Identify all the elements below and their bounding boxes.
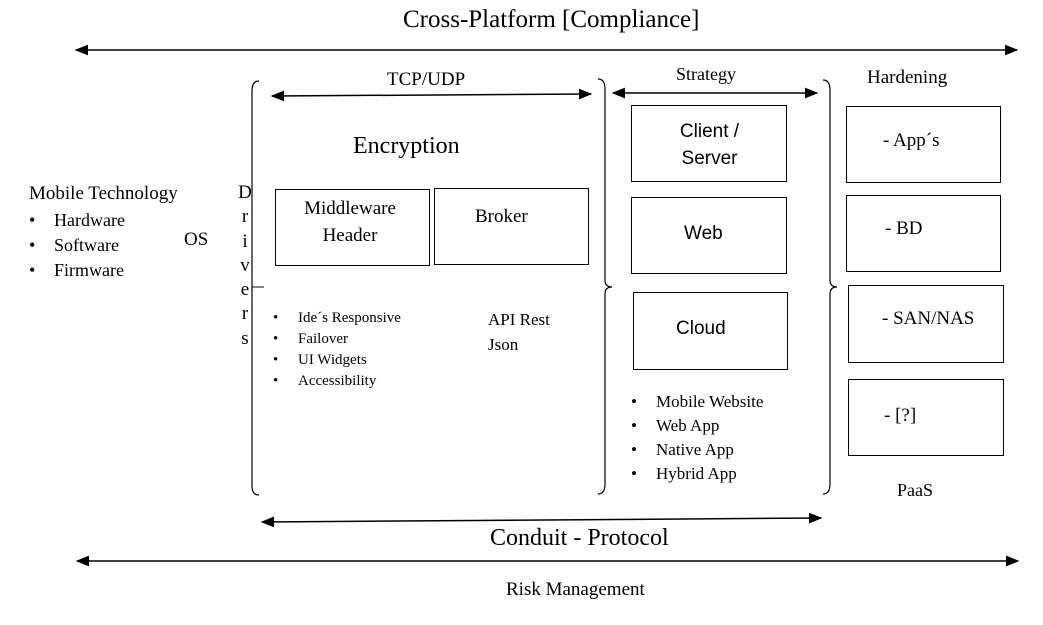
san-nas-box: - SAN/NAS [848,285,1004,363]
apps-label: - App´s [883,130,940,151]
api-list: API Rest Json [488,307,550,357]
list-item: Accessibility [273,371,401,392]
list-item: Ide´s Responsive [273,308,401,329]
tcp-udp-label: TCP/UDP [387,69,466,90]
list-item: UI Widgets [273,350,401,371]
conduit-arrow [260,512,823,528]
mobile-technology-title: Mobile Technology [29,183,178,204]
hardening-label: Hardening [867,67,948,88]
tcp-arrow [270,88,593,102]
web-box: Web [631,197,787,274]
san-nas-label: - SAN/NAS [882,308,975,329]
drivers-letter: v [240,254,250,276]
middleware-header-label: Middleware Header [304,198,396,246]
list-item: Software [29,233,125,258]
list-item: Hybrid App [631,462,763,486]
api-item: API Rest [488,310,550,329]
list-item: Web App [631,414,763,438]
unknown-box: - [?] [848,379,1004,456]
mobile-technology-list: Hardware Software Firmware [29,208,125,283]
drivers-letter: e [240,279,250,301]
bd-box: - BD [846,195,1001,272]
drivers-letter: i [242,230,248,252]
middle-bracket [597,78,613,495]
strategy-label: Strategy [676,64,736,84]
drivers-letter: s [241,327,249,349]
conduit-protocol-label: Conduit - Protocol [490,525,669,551]
os-label: OS [184,229,209,250]
compliance-label: Cross-Platform [Compliance] [403,6,700,33]
list-item: Hardware [29,208,125,233]
left-bracket [251,80,260,496]
risk-management-label: Risk Management [506,579,645,600]
list-item: Firmware [29,258,125,283]
unknown-label: - [?] [884,405,917,426]
features-list: Ide´s Responsive Failover UI Widgets Acc… [273,308,401,392]
list-item: Native App [631,438,763,462]
client-server-label: Client / Server [679,121,740,169]
bd-label: - BD [885,218,923,239]
paas-label: PaaS [897,480,933,500]
drivers-letter: r [241,206,249,228]
api-item: Json [488,335,519,354]
middleware-header-box: Middleware Header [275,189,430,266]
drivers-label: D r i v e r s [236,181,254,351]
client-server-box: Client / Server [631,105,787,182]
encryption-label: Encryption [353,133,460,159]
web-label: Web [684,223,723,244]
broker-label: Broker [475,206,528,227]
drivers-letter: D [238,182,252,203]
broker-box: Broker [434,188,589,265]
right-bracket [822,79,838,495]
cloud-box: Cloud [633,292,788,370]
list-item: Mobile Website [631,390,763,414]
strategy-list: Mobile Website Web App Native App Hybrid… [631,390,763,486]
cloud-label: Cloud [676,318,726,339]
drivers-letter: r [241,303,249,325]
apps-box: - App´s [846,106,1001,183]
list-item: Failover [273,329,401,350]
